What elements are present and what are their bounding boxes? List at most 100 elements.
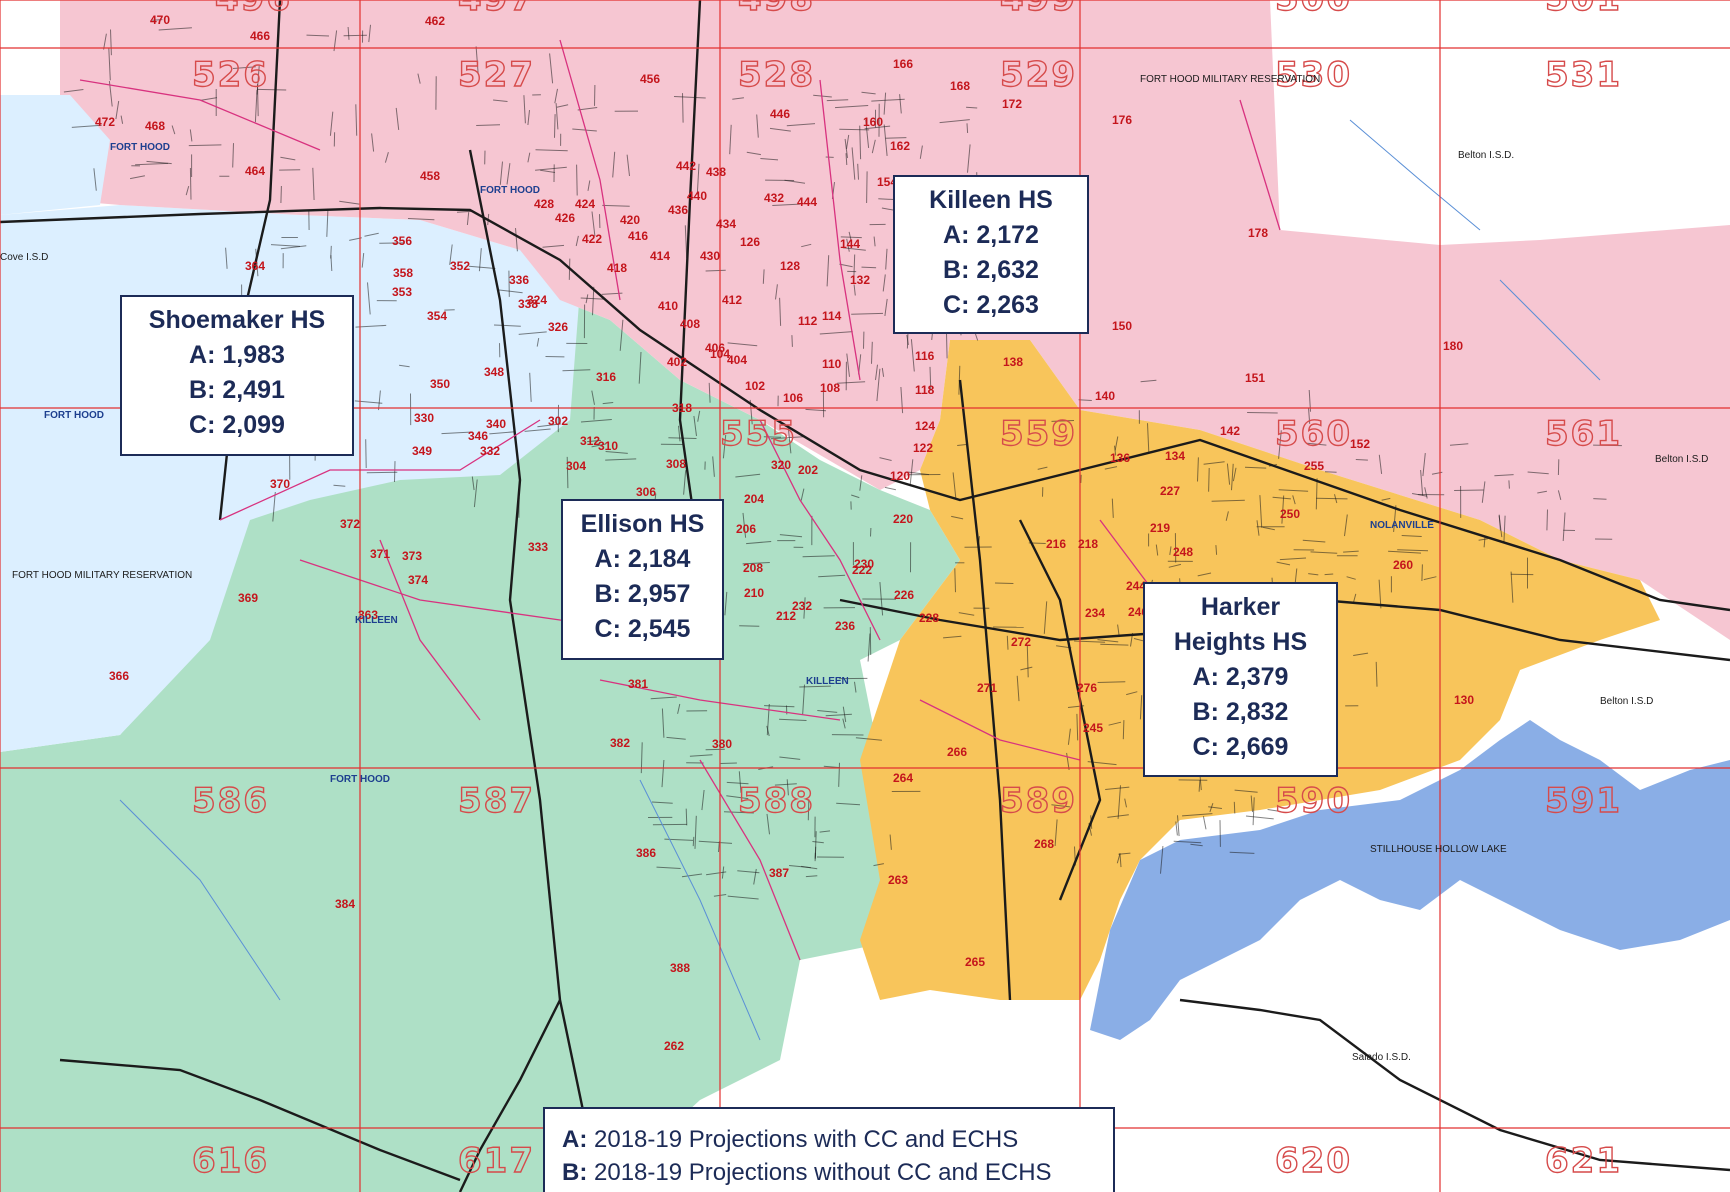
zone-number-180: 180 xyxy=(1443,339,1463,353)
street-0-16 xyxy=(368,24,371,43)
grid-number-labels: 4964974984995005015265275285295305315555… xyxy=(191,0,1620,1182)
street-5-1 xyxy=(1557,490,1562,501)
street-0-35 xyxy=(572,128,597,132)
street-5-13 xyxy=(1503,515,1506,543)
zone-number-202: 202 xyxy=(798,463,818,477)
street-0-14 xyxy=(475,46,479,75)
zone-number-462: 462 xyxy=(425,14,445,28)
shoemaker-hs-box: Shoemaker HS A: 1,983 B: 2,491 C: 2,099 xyxy=(120,295,354,456)
street-5-0 xyxy=(1393,505,1397,532)
street-5-39 xyxy=(1203,461,1225,465)
street-4-26 xyxy=(1353,652,1369,656)
boundary-3 xyxy=(599,679,841,721)
street-5-29 xyxy=(1225,511,1229,521)
zone-number-333: 333 xyxy=(528,540,548,554)
street-6-14 xyxy=(722,434,727,459)
street-8-28 xyxy=(1209,803,1214,813)
zone-number-424: 424 xyxy=(575,197,595,211)
street-8-64 xyxy=(1175,821,1178,836)
street-1-51 xyxy=(280,245,307,250)
street-8-56 xyxy=(1107,814,1129,818)
street-0-57 xyxy=(476,124,501,126)
street-2-55 xyxy=(697,410,701,422)
street-5-58 xyxy=(1381,497,1391,501)
street-2-10 xyxy=(864,125,891,130)
legend-row-a: A: 2018-19 Projections with CC and ECHS xyxy=(562,1123,1113,1156)
zone-number-263: 263 xyxy=(888,873,908,887)
street-7-44 xyxy=(854,681,857,693)
street-7-66 xyxy=(701,789,705,811)
street-0-68 xyxy=(535,166,567,171)
street-4-41 xyxy=(1226,463,1231,485)
street-0-50 xyxy=(188,144,222,147)
street-6-67 xyxy=(678,425,681,442)
street-8-68 xyxy=(1066,752,1070,770)
boundary-2 xyxy=(759,419,881,641)
highway-3 xyxy=(678,0,702,561)
street-5-2 xyxy=(1449,443,1469,446)
street-4-24 xyxy=(1315,478,1318,510)
zone-number-432: 432 xyxy=(764,191,784,205)
street-8-12 xyxy=(1126,691,1138,696)
zone-number-264: 264 xyxy=(893,771,913,785)
zone-number-120: 120 xyxy=(890,469,910,483)
street-2-36 xyxy=(819,331,853,335)
street-1-15 xyxy=(366,471,398,474)
zone-number-112: 112 xyxy=(798,314,818,328)
street-3-54 xyxy=(846,134,850,149)
grid-number-616: 616 xyxy=(192,1141,269,1181)
street-2-49 xyxy=(638,351,642,384)
street-2-28 xyxy=(506,163,511,185)
street-3-31 xyxy=(876,368,881,402)
street-1-8 xyxy=(394,461,396,483)
grid-number-560: 560 xyxy=(1275,414,1352,454)
street-6-25 xyxy=(605,458,637,461)
place-label-8: Belton I.S.D xyxy=(1655,454,1708,465)
zone-number-434: 434 xyxy=(716,217,736,231)
zone-number-364: 364 xyxy=(245,259,265,273)
street-0-65 xyxy=(329,111,334,136)
zone-number-363: 363 xyxy=(358,608,378,622)
zone-number-404: 404 xyxy=(727,353,747,367)
street-0-8 xyxy=(254,89,258,123)
projection-legend: A: 2018-19 Projections with CC and ECHS … xyxy=(543,1107,1115,1192)
zone-number-172: 172 xyxy=(1002,97,1022,111)
street-2-65 xyxy=(478,248,482,272)
street-0-42 xyxy=(189,167,192,200)
grid-number-555: 555 xyxy=(720,414,797,454)
zone-number-130: 130 xyxy=(1454,693,1474,707)
street-5-56 xyxy=(1481,481,1486,503)
street-0-33 xyxy=(339,200,360,205)
zone-number-151: 151 xyxy=(1245,371,1265,385)
shoemaker-hs-b: B: 2,491 xyxy=(189,376,285,404)
grid-number-499: 499 xyxy=(1000,0,1077,19)
zone-number-458: 458 xyxy=(420,169,440,183)
street-0-30 xyxy=(103,33,107,50)
zone-number-132: 132 xyxy=(850,273,870,287)
street-4-61 xyxy=(951,515,964,520)
zone-number-276: 276 xyxy=(1077,681,1097,695)
street-7-28 xyxy=(698,840,733,844)
zone-number-234: 234 xyxy=(1085,606,1105,620)
street-3-21 xyxy=(967,144,971,173)
zone-number-336: 336 xyxy=(509,273,529,287)
street-0-41 xyxy=(347,26,350,40)
street-2-31 xyxy=(861,266,877,269)
street-2-58 xyxy=(727,342,758,347)
street-7-7 xyxy=(812,841,824,844)
zone-number-150: 150 xyxy=(1112,319,1132,333)
zone-number-227: 227 xyxy=(1160,484,1180,498)
street-7-58 xyxy=(766,813,770,835)
grid-number-586: 586 xyxy=(192,781,269,821)
street-4-42 xyxy=(1316,497,1348,500)
street-3-28 xyxy=(884,298,888,316)
street-4-5 xyxy=(1016,675,1020,702)
street-5-49 xyxy=(1244,466,1267,469)
zone-number-140: 140 xyxy=(1095,389,1115,403)
zone-number-410: 410 xyxy=(658,299,678,313)
street-5-67 xyxy=(1281,495,1285,524)
grid-number-589: 589 xyxy=(1000,781,1077,821)
zone-number-255: 255 xyxy=(1304,459,1324,473)
street-0-18 xyxy=(63,89,84,93)
